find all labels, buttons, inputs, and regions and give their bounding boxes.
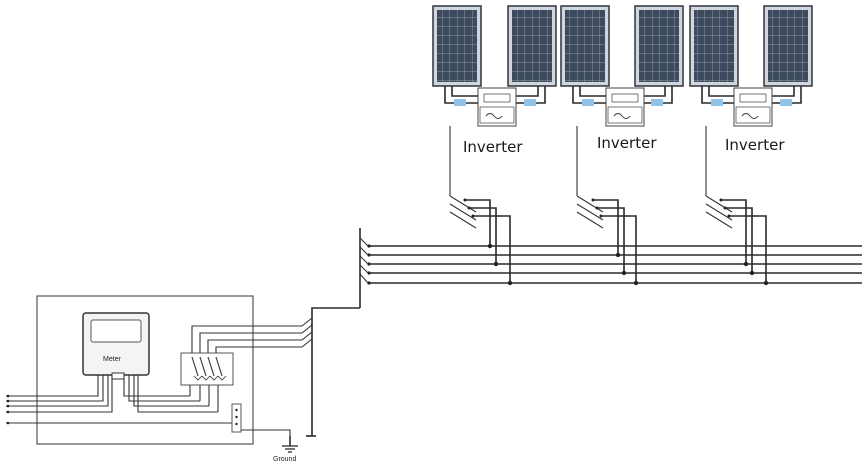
main-bus — [367, 243, 862, 286]
inverter-icon — [477, 87, 517, 127]
inverter-icon — [733, 87, 773, 127]
bus-disconnect — [306, 228, 369, 437]
breaker-icon — [180, 352, 234, 386]
meter-icon — [82, 312, 150, 380]
solar-panel-icon — [689, 5, 739, 87]
inverter-unit: Inverter — [701, 86, 802, 229]
inverter-unit: Inverter — [572, 86, 673, 229]
meter-enclosure: Meter — [6, 295, 313, 445]
inverter-label: Inverter — [463, 138, 523, 156]
inverter-label: Inverter — [725, 136, 785, 154]
solar-panel-icon — [560, 5, 610, 87]
inverter-unit: Inverter — [444, 86, 546, 229]
ground-icon — [282, 436, 298, 453]
inverter-breakers — [463, 198, 767, 283]
meter-label: Meter — [103, 356, 122, 363]
inverter-label: Inverter — [597, 134, 657, 152]
solar-panel-icon — [634, 5, 684, 87]
ground-label: Ground — [273, 456, 296, 463]
solar-panel-icon — [432, 5, 482, 87]
solar-panel-icon — [763, 5, 813, 87]
inverter-icon — [605, 87, 645, 127]
solar-array — [432, 5, 813, 87]
solar-panel-icon — [507, 5, 557, 87]
